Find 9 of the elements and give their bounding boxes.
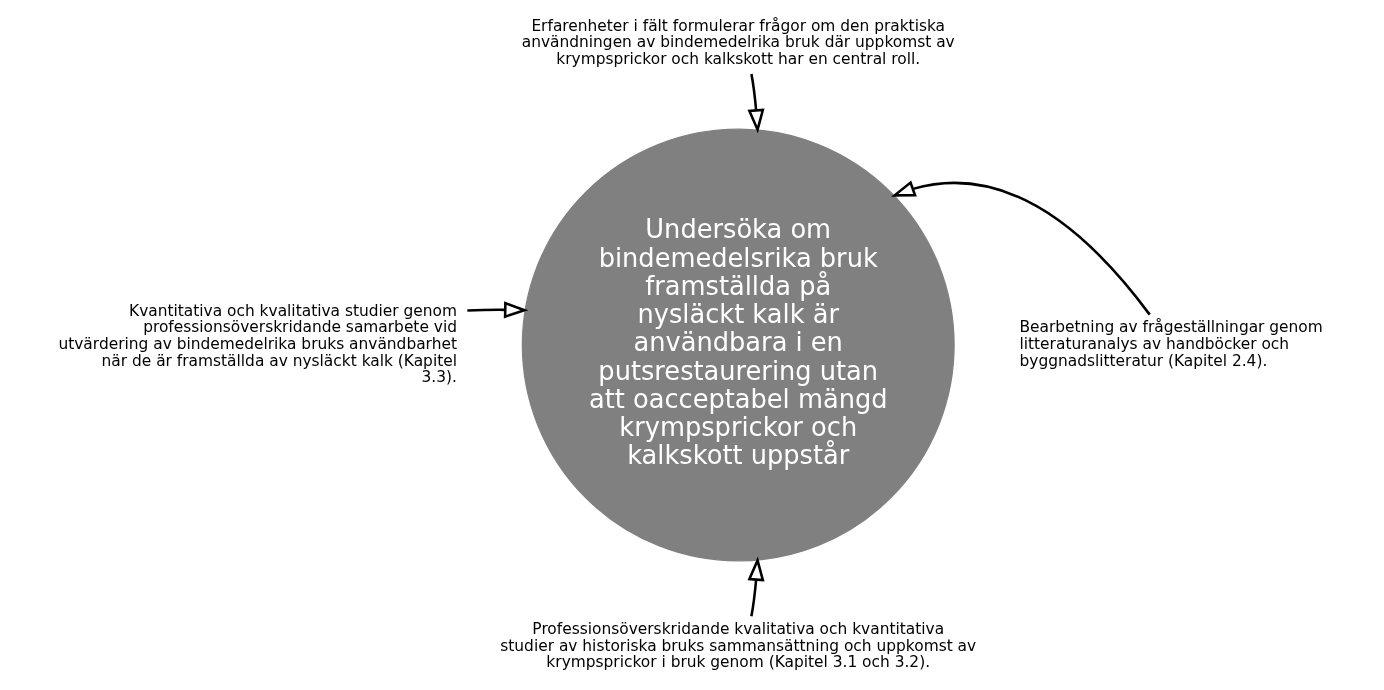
node-circle: Undersöka om bindemedelsrika bruk framställda på nysläckt kalk är användbara i en putsrestaurering utan att oacceptabel mängd krympsprickor och kalkskott uppstår [521, 128, 955, 562]
arrow [890, 180, 1151, 316]
arrow [747, 73, 765, 134]
node-text: Erfarenheter i fält formulerar frågor om den praktiska användningen av bindemedelrika bruk där uppkomst av krympsprickor och kalkskott har en central roll. [521, 16, 955, 69]
arrow [467, 301, 529, 319]
node-text: Kvantitativa och kvalitativa studier genom professionsöverskridande samarbete vid utvärdering av bindemedelrika bruks användbarhet när de är framställda av nysläckt kalk (Kapitel 3.3). [58, 301, 457, 387]
node-text: Bearbetning av frågeställningar genom litteraturanalys av handböcker och byggnadslitteratur (Kapitel 2.4). [1019, 318, 1323, 370]
arrow [747, 556, 765, 617]
node-text: Professionsöverskridande kvalitativa och kvantitativa studier av historiska bruks sammansättning och uppkomst av krympsprickor i bruk genom (Kapitel 3.1 och 3.2). [500, 619, 977, 672]
